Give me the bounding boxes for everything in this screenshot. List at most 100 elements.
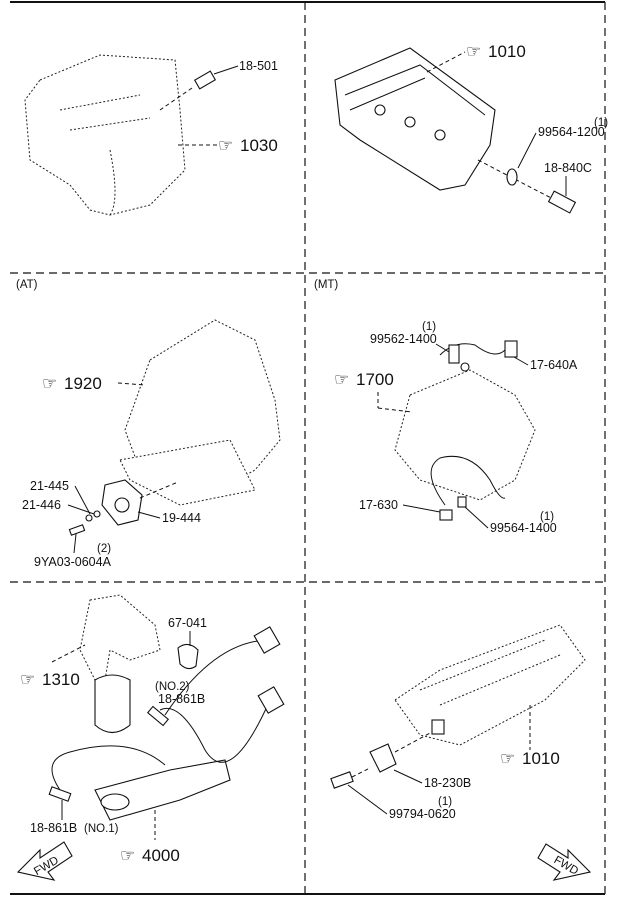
- bolt-9YA03-0604A: [68, 524, 86, 536]
- label-17-640A: 17-640A: [530, 358, 578, 372]
- leader-18-501: [213, 65, 239, 75]
- leader-21-445: [74, 485, 91, 515]
- label-67-041: 67-041: [168, 616, 207, 630]
- panel-engine-cover-sensor: ☞ 1010 18-230B (1) 99794-0620 FWD: [330, 624, 592, 881]
- ref-hand-icon-2: ☞: [466, 42, 481, 61]
- fwd-arrow-icon-right: FWD: [537, 843, 592, 881]
- ref-hand-icon: ☞: [218, 136, 233, 155]
- ref-1920-dashline: [117, 382, 146, 386]
- leader-17-640A: [513, 356, 529, 366]
- sensor-99562-1400: [448, 344, 460, 364]
- leader-17-630: [402, 504, 441, 513]
- sensor-18-230B-dashline: [394, 731, 433, 753]
- ref-1010-top: 1010: [488, 42, 526, 61]
- leader-99562-1400: [435, 343, 450, 353]
- ref-1920: 1920: [64, 374, 102, 393]
- leader-9YA03-0604A: [73, 533, 77, 554]
- tag-no2: (NO.2): [155, 681, 190, 693]
- heading-at: (AT): [16, 279, 38, 291]
- engine-cover-ribs: [419, 639, 561, 706]
- switch-19-444-hub: [114, 497, 130, 513]
- ref-hand-icon-6: ☞: [120, 846, 135, 865]
- panel-exhaust-oxygen-sensors: ☞ 1310 67-041 (NO.2) 18-861B 18-861B (NO…: [16, 594, 285, 881]
- panel-cylinder-head-sensor: ☞ 1010 (1) 99564-1200 18-840C: [334, 42, 608, 214]
- leader-21-446: [67, 504, 95, 515]
- ref-1010-bottom: 1010: [522, 749, 560, 768]
- sensor-18-501-body: [193, 70, 217, 90]
- tag-no1: (NO.1): [84, 823, 119, 835]
- label-18-501: 18-501: [239, 59, 278, 73]
- manual-transmission-sketch: [394, 369, 536, 501]
- leader-99564-1200: [517, 132, 537, 169]
- qty-99564-1200: (1): [594, 117, 608, 129]
- label-99564-1400: 99564-1400: [490, 521, 557, 535]
- cam-hole-2: [404, 116, 416, 128]
- qty-99562-1400: (1): [422, 321, 436, 333]
- connector-17-640A: [504, 340, 518, 358]
- transmission-case-sketch: [124, 319, 281, 496]
- ref-hand-icon-7: ☞: [500, 749, 515, 768]
- exhaust-pipe-sketch: [94, 759, 231, 821]
- cylinder-head-lines: [344, 64, 486, 116]
- label-21-446: 21-446: [22, 498, 61, 512]
- bolt-99794-0620: [330, 771, 354, 789]
- clip-67-041: [177, 643, 199, 670]
- label-99794-0620: 99794-0620: [389, 807, 456, 821]
- qty-99794-0620: (1): [438, 796, 452, 808]
- engine-block-curve: [109, 149, 116, 216]
- ref-1010-dashline: [426, 51, 466, 73]
- washer-99562-1400: [460, 362, 470, 372]
- ref-4000: 4000: [142, 846, 180, 865]
- qty-99564-1400: (1): [540, 511, 554, 523]
- label-9YA03-0604A: 9YA03-0604A: [34, 555, 112, 569]
- panel-engine-block-sensor: 18-501 ☞ 1030: [24, 54, 278, 216]
- wire-17-630: [430, 455, 506, 506]
- panel-mt-transmission: (MT) ☞ 1700 (1) 99562-1400 17-640A 17-63…: [314, 279, 578, 535]
- sensor-18-861B-no1: [48, 786, 72, 802]
- leader-19-444: [137, 511, 161, 519]
- exhaust-manifold-sketch: [79, 594, 161, 692]
- sensor-18-230B-body: [369, 743, 397, 773]
- sensor-17-630: [439, 509, 453, 521]
- washer-21-445: [85, 514, 93, 522]
- leader-99564-1400: [464, 506, 489, 529]
- panel-at-transmission: (AT) ☞ 1920 21-445 21-446 19-444 (2) 9YA…: [16, 279, 281, 569]
- label-18-840C: 18-840C: [544, 161, 592, 175]
- wire-o2-no2-b: [159, 699, 271, 763]
- connector-no2-b: [257, 686, 285, 714]
- ref-hand-icon-3: ☞: [42, 374, 57, 393]
- cam-hole-1: [374, 104, 386, 116]
- exhaust-flange: [100, 793, 130, 811]
- transmission-oil-pan: [119, 439, 256, 506]
- label-18-861B-no1: 18-861B: [30, 821, 77, 835]
- label-21-445: 21-445: [30, 479, 69, 493]
- engine-cover-sketch: [394, 624, 586, 746]
- label-18-861B-no2: 18-861B: [158, 692, 205, 706]
- label-17-630: 17-630: [359, 498, 398, 512]
- ref-1310: 1310: [42, 670, 80, 689]
- ref-1310-dashline: [51, 644, 86, 663]
- leader-18-230B: [393, 769, 423, 784]
- label-19-444: 19-444: [162, 511, 201, 525]
- engine-block-ribs: [59, 94, 151, 131]
- catalytic-converter: [94, 674, 131, 734]
- ref-1700: 1700: [356, 370, 394, 389]
- wire-o2-no1: [51, 745, 166, 791]
- label-99564-1200: 99564-1200: [538, 125, 605, 139]
- gasket-99564-1200: [506, 168, 518, 186]
- washer-21-446: [93, 510, 101, 518]
- ref-hand-icon-5: ☞: [20, 670, 35, 689]
- fwd-arrow-icon-left: FWD: [16, 841, 73, 881]
- sensor-18-840C-body: [547, 190, 577, 214]
- ref-1030: 1030: [240, 136, 278, 155]
- label-18-230B: 18-230B: [424, 776, 471, 790]
- ref-1700-dashline-h: [377, 407, 413, 413]
- bolt-99794-0620-dashline: [351, 767, 371, 778]
- qty-9YA03-0604A: (2): [97, 543, 111, 555]
- label-99562-1400: 99562-1400: [370, 332, 437, 346]
- cam-hole-3: [434, 129, 446, 141]
- leader-99794-0620: [347, 784, 388, 815]
- cylinder-head-sketch: [334, 47, 496, 191]
- heading-mt: (MT): [314, 279, 338, 291]
